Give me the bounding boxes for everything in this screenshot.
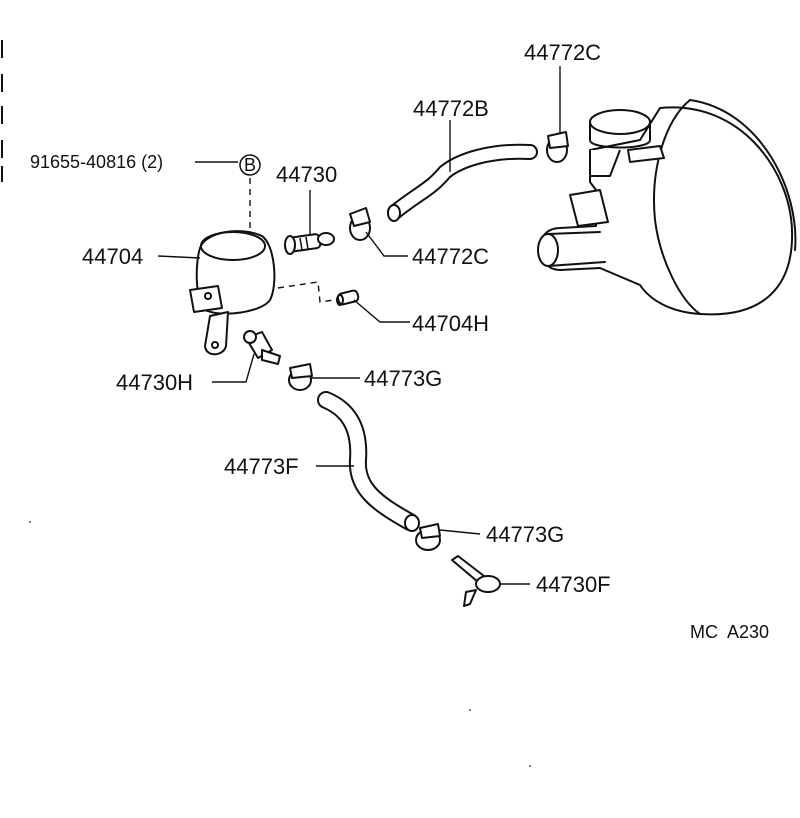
lower-hose [317, 391, 420, 532]
union-bottom [451, 555, 501, 607]
hose-clamp-bottom [415, 523, 441, 551]
hose-clamp-top [546, 131, 569, 163]
label-hose-lower: 44773F [224, 454, 299, 479]
label-hose-short: 44704H [412, 311, 489, 336]
bolt-marker-letter: B [244, 155, 256, 175]
leader-lines [157, 66, 561, 585]
label-union-bottom: 44730F [536, 572, 611, 597]
label-check-valve: 44730 [276, 162, 337, 187]
upper-hose [387, 143, 538, 222]
diagram-code: MC A230 [690, 622, 769, 642]
union-fitting [243, 330, 281, 365]
scan-specks [29, 521, 531, 767]
check-valve [284, 232, 335, 255]
label-vacuum-tank: 44704 [82, 244, 143, 269]
hose-clamp-mid [349, 207, 371, 241]
short-hose [336, 289, 360, 306]
bolt-marker: B [239, 154, 261, 176]
label-hose-clamp-top: 44772C [524, 40, 601, 65]
part-labels: 44772C 44772B 91655-40816 (2) 44730 4470… [30, 40, 611, 597]
dashed-guide-tank [277, 281, 335, 303]
label-hose-clamp-mid: 44772C [412, 244, 489, 269]
brake-booster [537, 99, 797, 316]
label-bolt-ref: 91655-40816 (2) [30, 152, 163, 172]
label-hose-clamp-lower: 44773G [364, 366, 442, 391]
label-hose-clamp-bottom: 44773G [486, 522, 564, 547]
label-hose-upper: 44772B [413, 96, 489, 121]
hose-clamp-lower [288, 363, 313, 391]
label-union: 44730H [116, 370, 193, 395]
vacuum-tank [189, 230, 276, 356]
